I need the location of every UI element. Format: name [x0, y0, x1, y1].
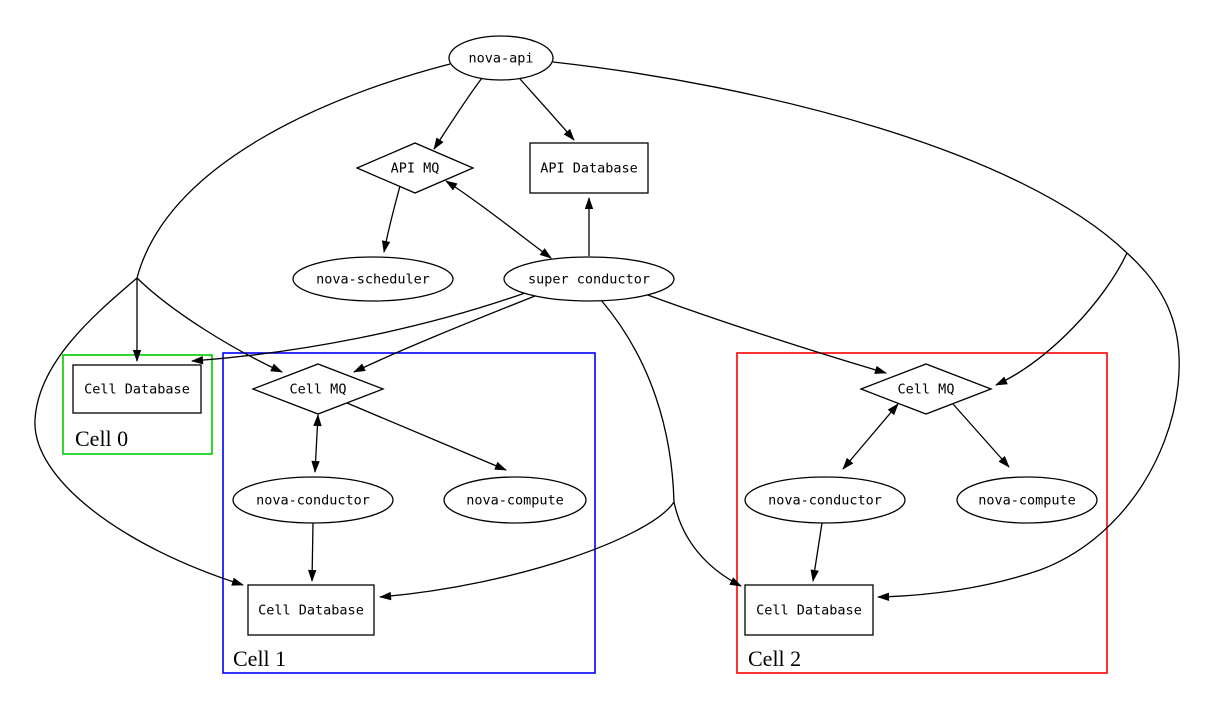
edge-cell1mq-to-compute [346, 402, 507, 471]
edge-conductor-to-cell0db [191, 292, 526, 365]
node-api-mq [355, 142, 475, 194]
node-super-conductor [503, 256, 675, 302]
node-label-api-db: API Database [540, 161, 638, 177]
node-label-cell1-compute: nova-compute [466, 493, 564, 509]
edge-conductor-trunk [600, 299, 675, 503]
edge-conductor-to-cell1db [379, 501, 675, 601]
node-cell2-mq [859, 363, 993, 415]
edge-cell1conductor-to-db [307, 522, 317, 582]
edge-api-to-apimq [433, 77, 483, 150]
node-label-cell2-compute: nova-compute [978, 493, 1076, 509]
node-cell0-db [72, 364, 202, 414]
edge-api-to-apidb [519, 78, 575, 141]
node-label-nova-scheduler: nova-scheduler [316, 272, 430, 288]
node-label-super-conductor: super conductor [528, 272, 650, 288]
node-label-cell2-conductor: nova-conductor [768, 493, 882, 509]
edge-conductor-to-cell2mq [644, 293, 887, 374]
node-cell1-compute [443, 476, 587, 524]
cluster-label-cell1: Cell 1 [233, 646, 286, 671]
cluster-layer: Cell 0 Cell 1 Cell 2 [62, 352, 1108, 674]
edge-api-right-trunk [552, 61, 1128, 254]
edge-layer [34, 61, 1180, 601]
node-label-cell2-mq: Cell MQ [898, 382, 955, 398]
cluster-label-cell2: Cell 2 [748, 646, 801, 671]
edge-api-left-trunk [136, 63, 451, 279]
cluster-box-cell2 [736, 352, 1108, 674]
edge-api-to-cell2db [877, 252, 1180, 601]
edge-conductor-to-cell2db [673, 501, 742, 587]
edge-apimq-to-scheduler [381, 185, 401, 253]
node-cell2-conductor [744, 476, 906, 524]
node-cell1-conductor [232, 476, 394, 524]
node-cell2-db [744, 584, 874, 636]
edge-cell2mq-to-compute [952, 403, 1010, 468]
node-label-cell0-db: Cell Database [84, 382, 190, 398]
node-api-db [529, 142, 649, 194]
node-label-nova-api: nova-api [468, 51, 533, 67]
node-label-cell1-conductor: nova-conductor [256, 493, 370, 509]
edge-api-to-cell2mq [995, 252, 1128, 386]
edge-conductor-to-cell1mq [353, 295, 536, 373]
edge-cell2mq-conductor [842, 403, 899, 470]
node-label-api-mq: API MQ [391, 161, 440, 177]
cluster-box-cell1 [222, 352, 596, 674]
node-label-cell1-db: Cell Database [258, 603, 364, 619]
edge-api-to-cell1db [34, 277, 244, 586]
edge-cell1mq-conductor [311, 414, 322, 473]
node-cell2-compute [956, 476, 1098, 524]
cluster-label-cell0: Cell 0 [75, 426, 128, 451]
node-nova-api [448, 35, 554, 81]
node-cell1-db [247, 584, 375, 636]
edge-apimq-conductor [445, 180, 552, 259]
node-nova-scheduler [292, 256, 454, 302]
node-cell1-mq [251, 363, 385, 415]
edge-cell2conductor-to-db [810, 522, 823, 582]
node-label-cell1-mq: Cell MQ [290, 382, 347, 398]
edge-api-to-cell1mq [136, 277, 283, 373]
node-label-cell2-db: Cell Database [756, 603, 862, 619]
